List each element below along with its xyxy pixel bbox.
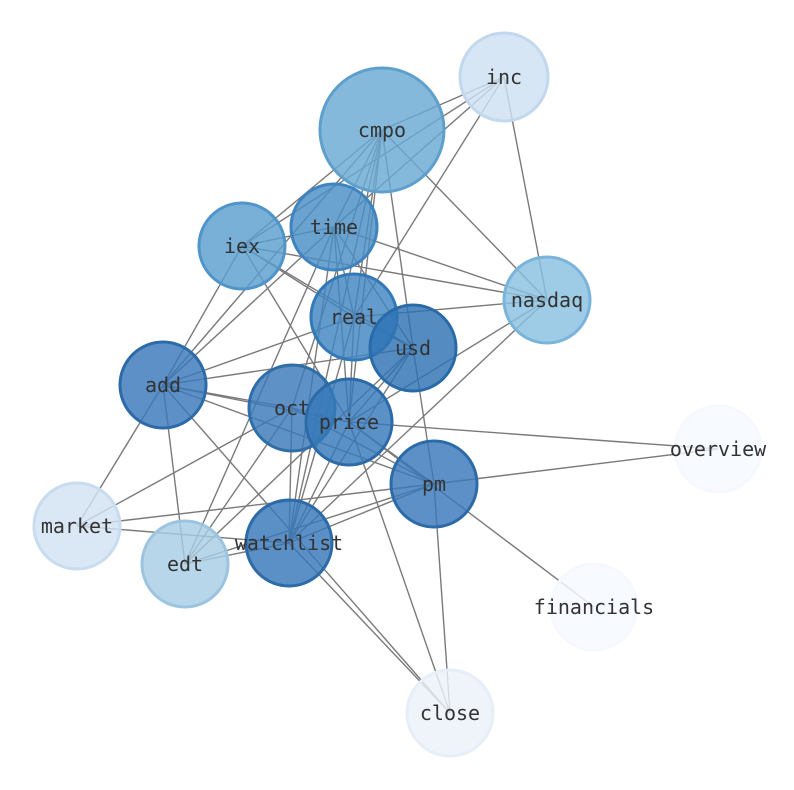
- node-label-real: real: [330, 305, 378, 329]
- node-circle-financials: [549, 562, 639, 652]
- node-edt: edt: [140, 519, 230, 609]
- node-pm: pm: [389, 439, 479, 529]
- edge-iex-nasdaq: [241, 245, 548, 301]
- edge-price-close: [348, 421, 451, 714]
- node-circle-nasdaq: [502, 255, 592, 345]
- node-time: time: [289, 182, 379, 272]
- node-label-inc: inc: [486, 65, 522, 89]
- edge-price-financials: [348, 421, 595, 608]
- node-overview: overview: [670, 404, 767, 494]
- edge-inc-real: [353, 76, 505, 318]
- node-circle-watchlist: [244, 498, 334, 588]
- node-nasdaq: nasdaq: [502, 255, 592, 345]
- node-cmpo: cmpo: [318, 66, 446, 194]
- node-label-add: add: [145, 373, 181, 397]
- node-label-financials: financials: [534, 595, 654, 619]
- node-label-oct: oct: [274, 396, 310, 420]
- node-inc: inc: [458, 31, 550, 123]
- node-label-price: price: [319, 410, 379, 434]
- node-label-pm: pm: [422, 472, 446, 496]
- node-add: add: [118, 340, 208, 430]
- node-label-overview: overview: [670, 437, 767, 461]
- edge-price-overview: [348, 421, 719, 450]
- node-circle-time: [289, 182, 379, 272]
- edge-usd-edt: [184, 347, 414, 565]
- node-circle-close: [405, 668, 495, 758]
- node-label-iex: iex: [224, 234, 260, 258]
- node-label-edt: edt: [167, 552, 203, 576]
- node-circle-inc: [458, 31, 550, 123]
- node-circle-price: [304, 377, 394, 467]
- node-circle-usd: [368, 303, 458, 393]
- node-label-market: market: [41, 514, 113, 538]
- node-financials: financials: [534, 562, 654, 652]
- node-label-usd: usd: [395, 336, 431, 360]
- edge-pm-market: [76, 483, 435, 527]
- node-circle-cmpo: [318, 66, 446, 194]
- node-watchlist: watchlist: [235, 498, 343, 588]
- node-circle-overview: [673, 404, 763, 494]
- node-circle-edt: [140, 519, 230, 609]
- node-usd: usd: [368, 303, 458, 393]
- node-label-nasdaq: nasdaq: [511, 288, 583, 312]
- node-circle-add: [118, 340, 208, 430]
- node-market: market: [32, 481, 122, 571]
- node-iex: iex: [197, 201, 287, 291]
- node-close: close: [405, 668, 495, 758]
- node-circle-pm: [389, 439, 479, 529]
- node-label-time: time: [310, 215, 358, 239]
- edge-nasdaq-watchlist: [288, 299, 548, 544]
- node-label-close: close: [420, 701, 480, 725]
- node-label-watchlist: watchlist: [235, 531, 343, 555]
- node-circle-iex: [197, 201, 287, 291]
- node-label-cmpo: cmpo: [358, 118, 406, 142]
- edge-pm-overview: [433, 448, 719, 485]
- node-circle-market: [32, 481, 122, 571]
- node-price: price: [304, 377, 394, 467]
